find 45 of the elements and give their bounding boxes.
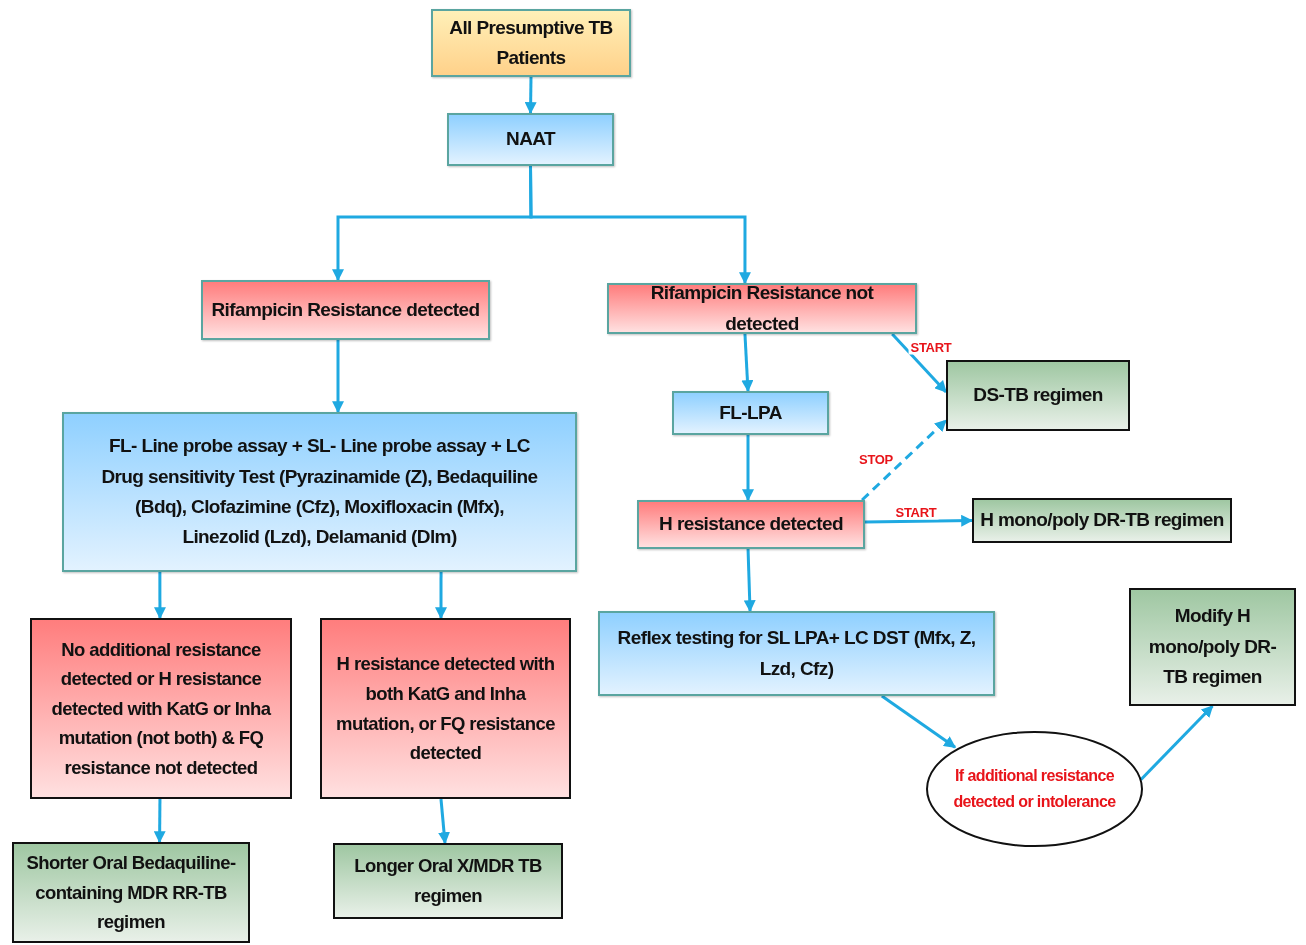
arrow <box>891 333 948 393</box>
result-box <box>30 618 292 799</box>
arrow <box>332 340 345 414</box>
box-label: Longer Oral X/MDR TB regimen <box>353 854 543 908</box>
box-label: H resistance detected <box>658 512 844 537</box>
box-label: H mono/poly DR-TB regimen <box>979 508 1225 533</box>
process-box <box>672 391 829 435</box>
process-box <box>598 611 995 696</box>
box-label: NAAT <box>505 127 557 152</box>
regimen-box <box>12 842 250 943</box>
result-box <box>637 500 865 549</box>
box-label: Shorter Oral Bedaquiline-containing MDR RR-TB regimen <box>25 851 237 935</box>
box-label: All Presumptive TB Patients <box>448 15 614 70</box>
result-box <box>607 283 917 334</box>
box-label: DS-TB regimen <box>972 383 1104 408</box>
arrow <box>153 572 166 620</box>
box-label: H resistance detected with both KatG and Inha mutation, or FQ resistance detected <box>335 652 556 766</box>
regimen-box <box>333 843 563 919</box>
regimen-box <box>972 498 1232 543</box>
arrow <box>864 514 974 527</box>
box-label: Rifampicin Resistance not detected <box>649 281 875 336</box>
result-box <box>201 280 490 340</box>
process-box <box>447 113 614 166</box>
arrow <box>153 799 166 844</box>
box-label: If additional resistance detected or intolerance <box>952 766 1117 812</box>
arrow <box>743 548 756 613</box>
box-label: FL- Line probe assay + SL- Line probe assay + LC Drug sensitivity Test (Pyrazinamide (Z), Bedaquiline (Bdq), Clofazimine (Cfz), Moxifloxacin (Mfx), Linezolid (Lzd), Delamanid (Dlm) <box>100 434 539 550</box>
start-box <box>431 9 631 77</box>
arrow <box>861 419 948 502</box>
arrow <box>742 435 755 502</box>
arrow <box>438 798 450 845</box>
box-label: Modify H mono/poly DR-TB regimen <box>1147 604 1278 690</box>
box-label: Rifampicin Resistance detected <box>210 297 481 322</box>
regimen-box <box>1129 588 1296 706</box>
process-box <box>62 412 577 572</box>
arrow <box>435 572 447 620</box>
arrow <box>881 694 957 749</box>
box-label: Reflex testing for SL LPA+ LC DST (Mfx, Z, Lzd, Cfz) <box>616 626 977 681</box>
regimen-box <box>946 360 1130 431</box>
arrow <box>529 166 751 285</box>
arrow <box>741 333 754 393</box>
arrow <box>524 76 537 115</box>
result-box <box>320 618 571 799</box>
box-label: No additional resistance detected or H resistance detected with KatG or Inha mutation (not both) & FQ resistance not detected <box>50 637 272 780</box>
box-label: FL-LPA <box>718 400 783 425</box>
